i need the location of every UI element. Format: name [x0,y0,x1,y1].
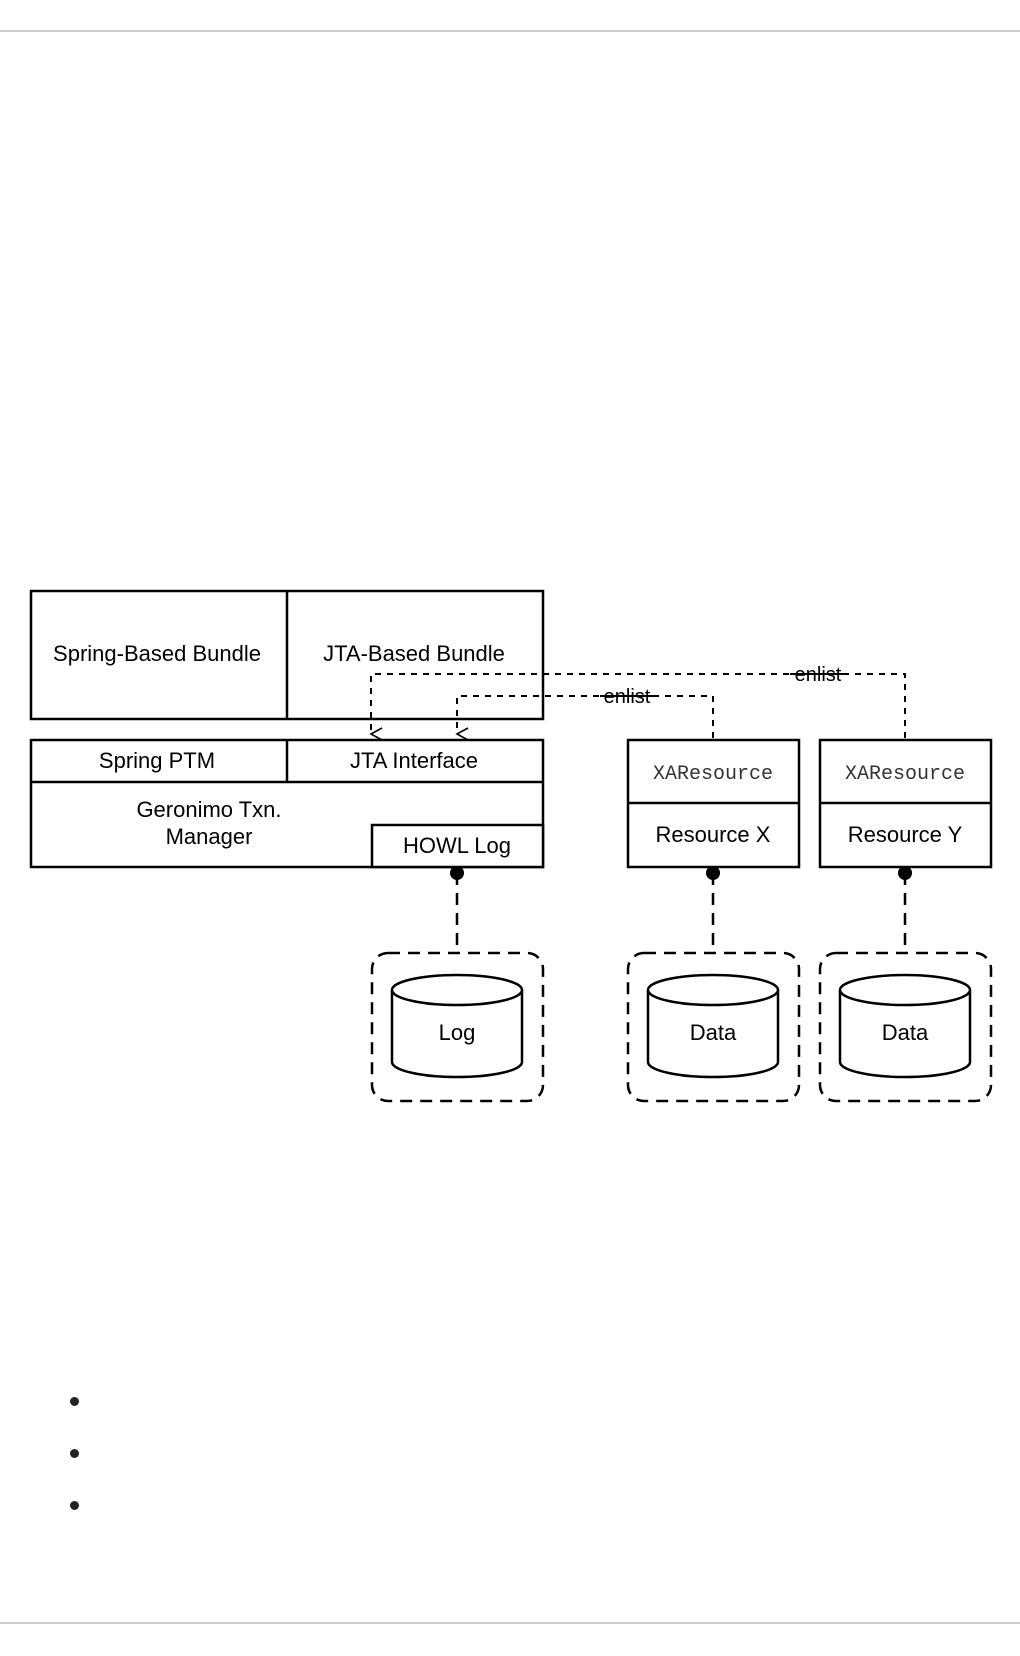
howl-log-label: HOWL Log [403,833,511,858]
jta-interface-label: JTA Interface [350,748,478,773]
data-store-x-label: Data [690,1020,737,1045]
data-store-y: Data [818,951,993,1103]
bullet-icon [70,1449,79,1458]
howl-log-port [450,866,464,880]
resource-y-block: XAResource Resource Y [818,738,993,869]
bundle-layer: Spring-Based Bundle JTA-Based Bundle [29,589,545,721]
resource-x-block: XAResource Resource X [626,738,801,869]
bullet-icon [70,1397,79,1406]
top-divider [0,30,1020,32]
data-store-x: Data [626,951,801,1103]
resource-x-port [706,866,720,880]
bottom-divider [0,1622,1020,1624]
txn-manager-label-line2: Manager [166,824,253,849]
xaresource-x-label: XAResource [653,763,773,786]
bullet-icon [70,1501,79,1510]
txn-manager-label-line1: Geronimo Txn. [136,797,281,822]
resource-y-label: Resource Y [848,822,963,847]
log-store-label: Log [439,1020,476,1045]
jta-bundle-label: JTA-Based Bundle [323,641,505,666]
enlist-connectors [369,673,906,741]
spring-ptm-label: Spring PTM [99,748,215,773]
data-store-y-label: Data [882,1020,929,1045]
enlist-outer-connector [369,673,906,741]
xaresource-y-label: XAResource [845,763,965,786]
storage-links [455,873,907,953]
log-store: Log [370,951,545,1103]
spring-bundle-label: Spring-Based Bundle [53,641,261,666]
resource-y-port [898,866,912,880]
txn-manager-block: Spring PTM JTA Interface Geronimo Txn. M… [29,738,545,869]
resource-x-label: Resource X [656,822,771,847]
enlist-inner-connector [455,695,714,741]
